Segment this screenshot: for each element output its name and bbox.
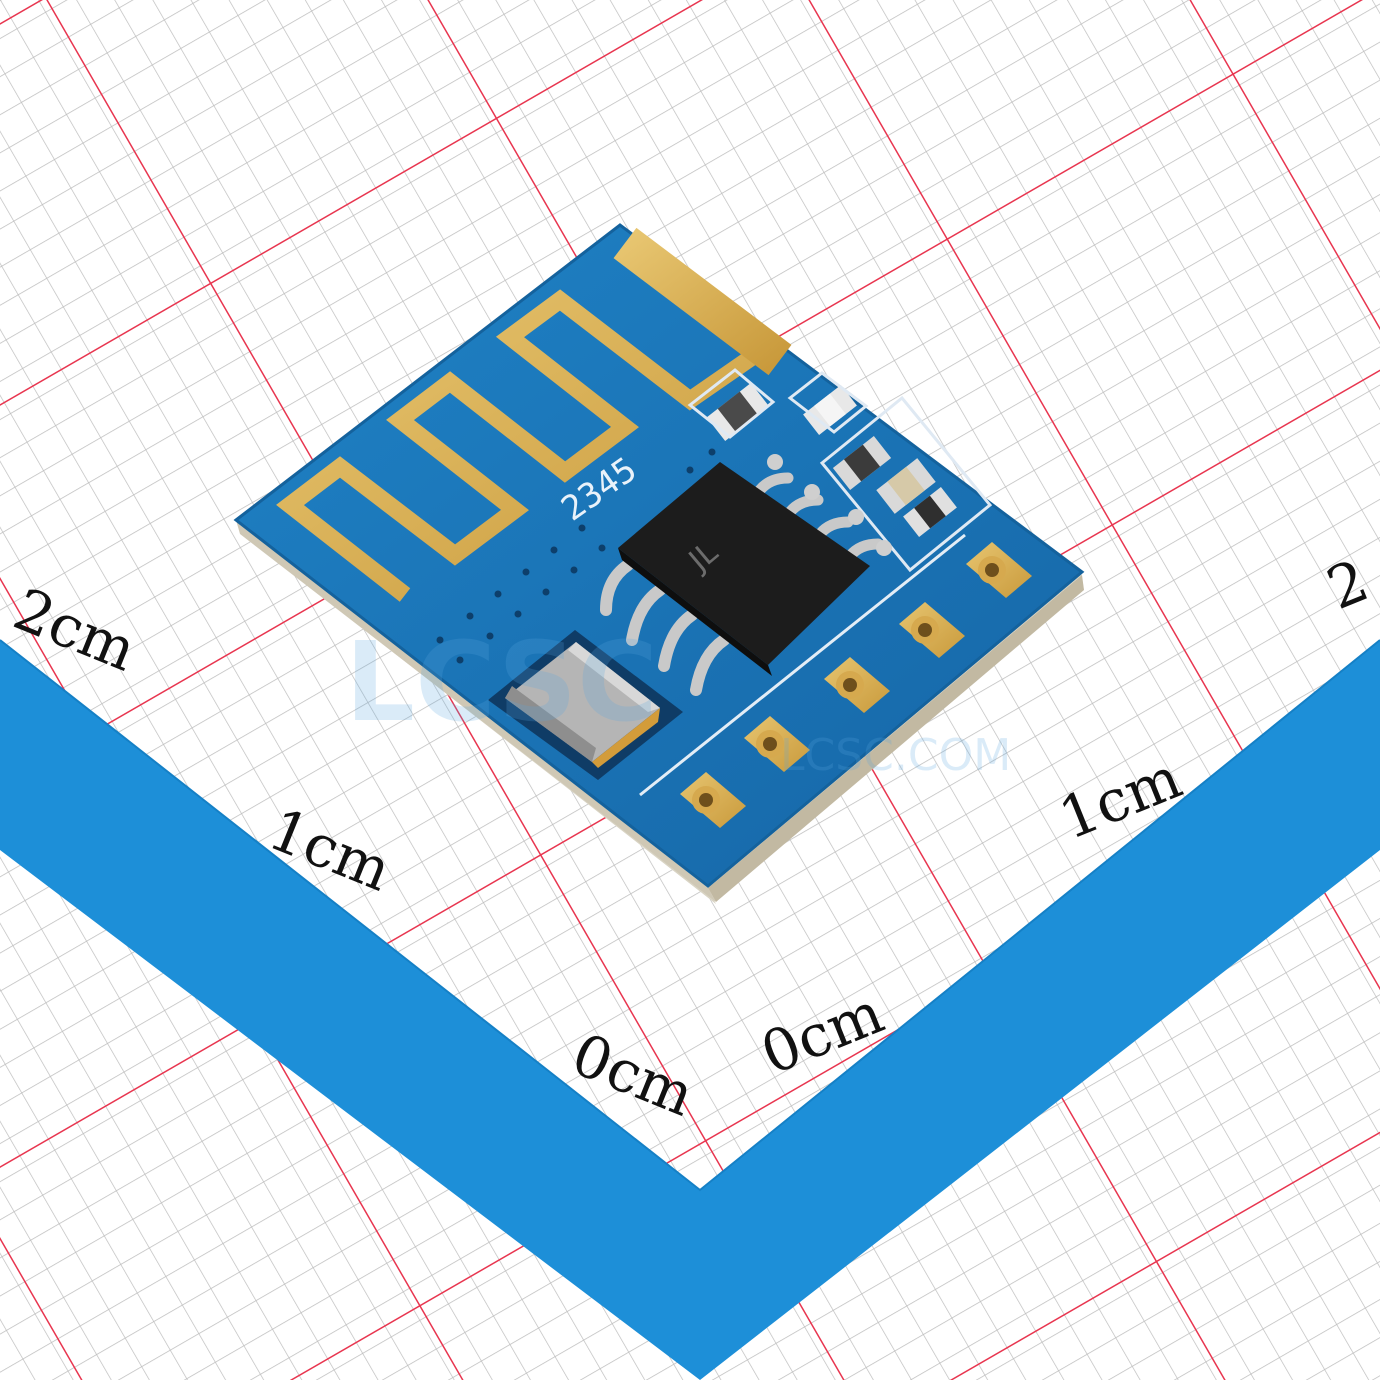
via-dots bbox=[436, 448, 716, 664]
pad-1 bbox=[680, 772, 746, 828]
ruler-band-inner-edge bbox=[0, 639, 1380, 1192]
watermark: LCSC LCSC.COM bbox=[345, 618, 1011, 781]
watermark-url: LCSC.COM bbox=[780, 730, 1011, 781]
pad-5 bbox=[966, 542, 1032, 598]
smd-components bbox=[687, 368, 993, 573]
pad-3 bbox=[824, 657, 890, 713]
ic-chip: JL bbox=[600, 462, 884, 696]
antenna-trace bbox=[276, 227, 792, 602]
test-pads bbox=[767, 454, 892, 556]
pcb-module: 2345 bbox=[233, 223, 1085, 904]
pad-4 bbox=[899, 602, 965, 658]
watermark-brand: LCSC bbox=[345, 618, 658, 746]
crystal-oscillator bbox=[488, 630, 683, 780]
ruler-band bbox=[0, 640, 1380, 1380]
pad-2 bbox=[744, 716, 810, 772]
edge-pads bbox=[639, 533, 1032, 828]
